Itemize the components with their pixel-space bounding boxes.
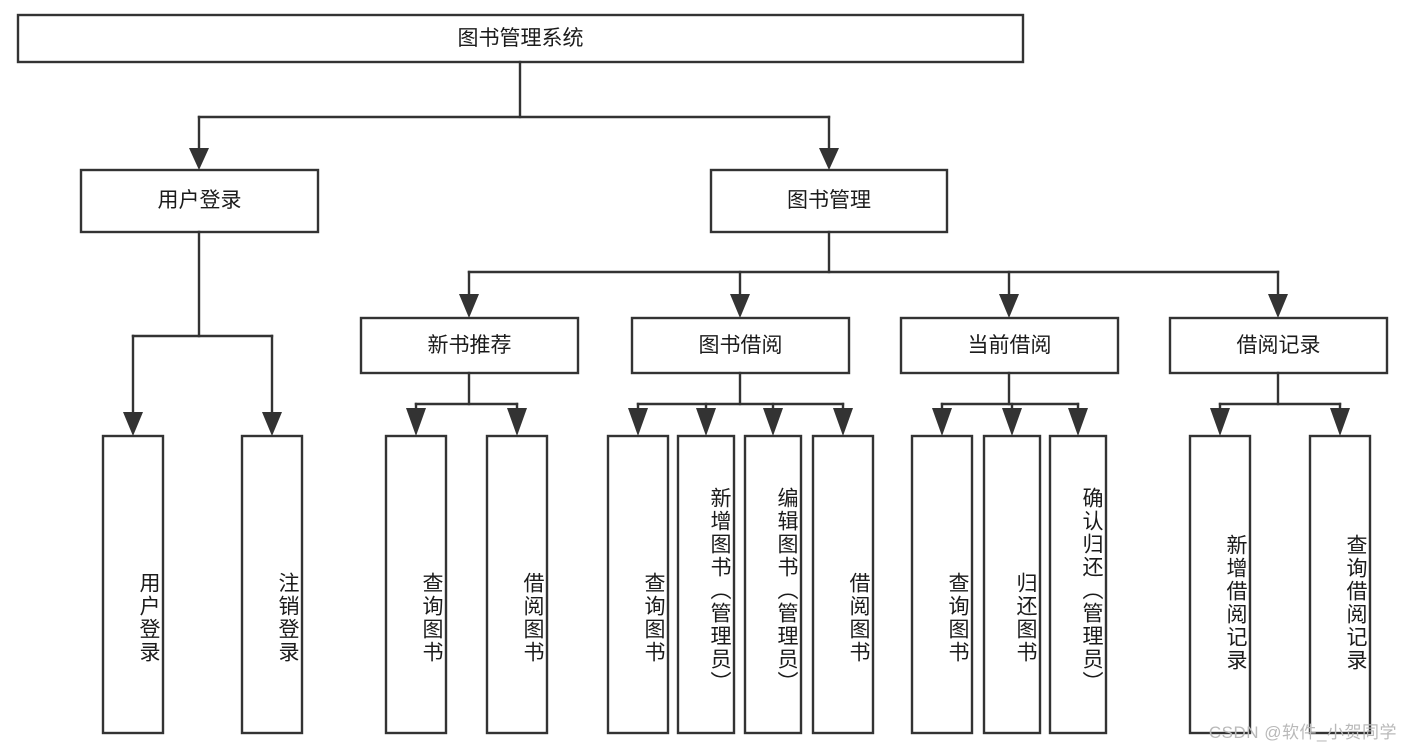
leaf-box-confirm-return-admin[interactable] (1048, 434, 1108, 735)
leaf-box-edit-book-admin[interactable] (743, 434, 803, 735)
leaf-box-user-login[interactable] (101, 434, 165, 735)
arrow-head-leaf-query-borrow-record (1330, 408, 1350, 436)
node-box-book-borrow[interactable] (630, 316, 851, 375)
arrow-head-leaf-return-book (1002, 408, 1022, 436)
arrow-head-leaf-borrow-book (833, 408, 853, 436)
leaf-box-add-book-admin[interactable] (676, 434, 736, 735)
arrow-head-leaf-add-borrow-record (1210, 408, 1230, 436)
arrow-head-leaf-add-book-admin (696, 408, 716, 436)
arrow-head-leaf-confirm-return-admin (1068, 408, 1088, 436)
arrow-head-user-login (189, 148, 209, 170)
leaf-box-borrow-book-rec[interactable] (485, 434, 549, 735)
node-box-user-login[interactable] (79, 168, 320, 234)
arrow-head-leaf-user-login (123, 412, 143, 436)
arrow-head-leaf-query-book-borrow (628, 408, 648, 436)
arrow-head-leaf-borrow-book-rec (507, 408, 527, 436)
arrow-head-leaf-query-book-current (932, 408, 952, 436)
node-box-borrow-record[interactable] (1168, 316, 1389, 375)
leaf-box-return-book[interactable] (982, 434, 1042, 735)
node-box-current-borrow[interactable] (899, 316, 1120, 375)
leaf-box-query-borrow-record[interactable] (1308, 434, 1372, 735)
leaf-box-query-book-current[interactable] (910, 434, 974, 735)
arrow-head-borrow-record (1268, 294, 1288, 318)
leaf-box-logout[interactable] (240, 434, 304, 735)
arrow-head-book-borrow (730, 294, 750, 318)
leaf-box-add-borrow-record[interactable] (1188, 434, 1252, 735)
arrow-head-leaf-edit-book-admin (763, 408, 783, 436)
arrow-head-current-borrow (999, 294, 1019, 318)
leaf-box-query-book-rec[interactable] (384, 434, 448, 735)
arrow-head-leaf-logout (262, 412, 282, 436)
node-box-new-book-recommend[interactable] (359, 316, 580, 375)
leaf-box-borrow-book[interactable] (811, 434, 875, 735)
arrow-head-new-book-recommend (459, 294, 479, 318)
leaf-box-query-book-borrow[interactable] (606, 434, 670, 735)
connectors (123, 60, 1350, 436)
arrow-head-leaf-query-book-rec (406, 408, 426, 436)
csdn-watermark: CSDN @软件_小贺同学 (1208, 723, 1397, 742)
node-box-root[interactable] (16, 13, 1025, 64)
arrow-head-book-management (819, 148, 839, 170)
node-boxes (16, 13, 1389, 735)
node-box-book-management[interactable] (709, 168, 949, 234)
